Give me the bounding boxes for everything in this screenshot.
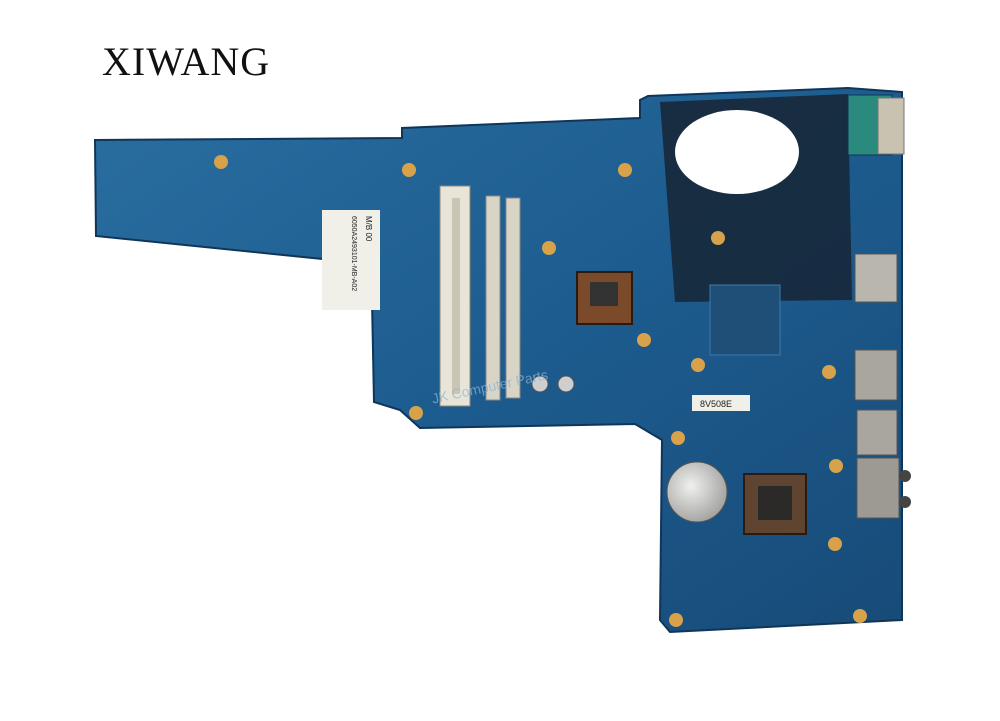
capacitor xyxy=(531,375,549,393)
brand-watermark-text: XIWANG xyxy=(102,39,271,84)
label-sticker: M/B 00 6050A2493101-MB-A02 xyxy=(322,210,380,310)
right-ports xyxy=(847,94,911,519)
serial-sticker xyxy=(692,395,750,411)
mounting-pads xyxy=(214,155,867,627)
ram-slot-area xyxy=(439,185,521,407)
capacitor xyxy=(557,375,575,393)
cmos-battery xyxy=(666,461,728,523)
serial-sticker-text: 8V508E xyxy=(700,399,732,409)
sticker-text-1: M/B 00 xyxy=(364,216,373,242)
fan-hole xyxy=(675,110,799,194)
bga-area xyxy=(709,284,781,356)
sticker-text-2: 6050A2493101-MB-A02 xyxy=(350,216,357,291)
